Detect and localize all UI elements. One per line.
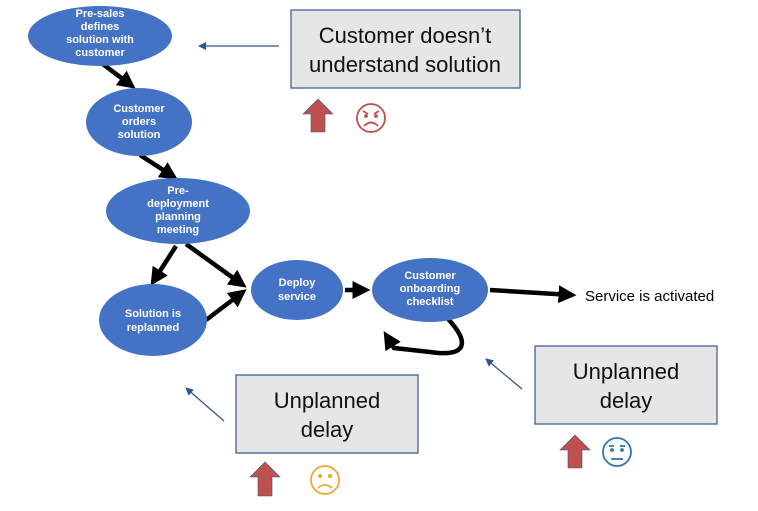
pointer-arrow-left (185, 387, 225, 422)
pointer-arrow-right (485, 358, 523, 390)
neutral-face-icon (602, 437, 632, 467)
arrow-onboarding-loop (383, 317, 465, 356)
arrow-planning-to-replanned (150, 244, 178, 286)
service-activated-label: Service is activated (585, 288, 714, 305)
arrow-orders-to-planning (138, 153, 178, 180)
flow-arrows (98, 60, 577, 356)
sad-face-icon (356, 103, 386, 133)
arrow-onboarding-to-activated (489, 285, 577, 304)
up-arrow-icon (249, 461, 281, 497)
up-arrow-icon (559, 434, 591, 469)
frown-face-icon (310, 465, 340, 495)
arrow-planning-to-deploy (184, 242, 247, 288)
up-arrow-icon (302, 98, 334, 133)
arrow-replanned-to-deploy (204, 289, 247, 322)
arrow-presales-to-orders (98, 60, 136, 89)
